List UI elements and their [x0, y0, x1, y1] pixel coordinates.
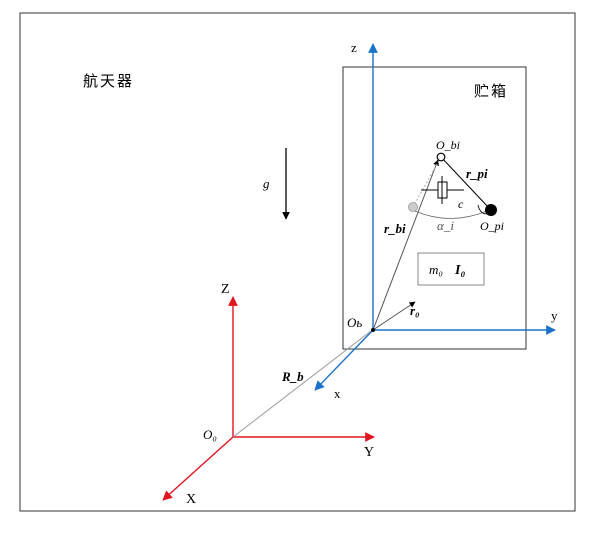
body-origin-label: Oь — [347, 315, 362, 330]
inertia-label: I₀ — [454, 263, 465, 278]
damper — [421, 176, 464, 204]
inertial-Z-label: Z — [221, 282, 230, 297]
r0-label: r₀ — [410, 303, 420, 318]
Opi-label: O_pi — [480, 219, 504, 233]
alpha-label: α_i — [437, 218, 454, 233]
c-arc — [477, 204, 488, 215]
inertial-x-axis — [162, 436, 234, 501]
pendulum-mass-Opi — [485, 204, 497, 216]
inertial-origin-label: O₀ — [203, 427, 217, 442]
inertial-Y-label: Y — [364, 445, 374, 460]
rbi-vector — [372, 159, 439, 331]
alpha-arc — [414, 210, 488, 219]
outer-frame — [19, 12, 576, 512]
pendulum-equilibrium-line — [412, 156, 442, 208]
Rb-label: R_b — [281, 369, 304, 384]
r0-vector — [372, 301, 416, 331]
tank-label: 贮箱 — [474, 82, 508, 100]
Rb-vector — [232, 330, 372, 438]
pendulum-rod — [440, 156, 490, 209]
gravity-label: g — [263, 176, 270, 191]
body-x-label: x — [334, 386, 341, 401]
mass-label: m₀ — [429, 262, 443, 277]
rpi-label: r_pi — [466, 166, 488, 181]
rigid-mass-box — [417, 252, 485, 286]
body-origin-dot — [371, 328, 375, 332]
Obi-label: O_bi — [436, 138, 460, 152]
pendulum-ghost-mass — [408, 202, 418, 212]
body-z-label: z — [351, 40, 357, 55]
body-y-label: y — [551, 308, 558, 323]
inertial-X-label: X — [186, 492, 196, 507]
c-label: c — [458, 197, 464, 211]
tank-box — [342, 66, 527, 350]
rbi-label: r_bi — [384, 221, 406, 236]
body-x-axis — [314, 329, 374, 391]
pivot-Obi — [436, 152, 446, 162]
spacecraft-label: 航天器 — [83, 72, 134, 90]
